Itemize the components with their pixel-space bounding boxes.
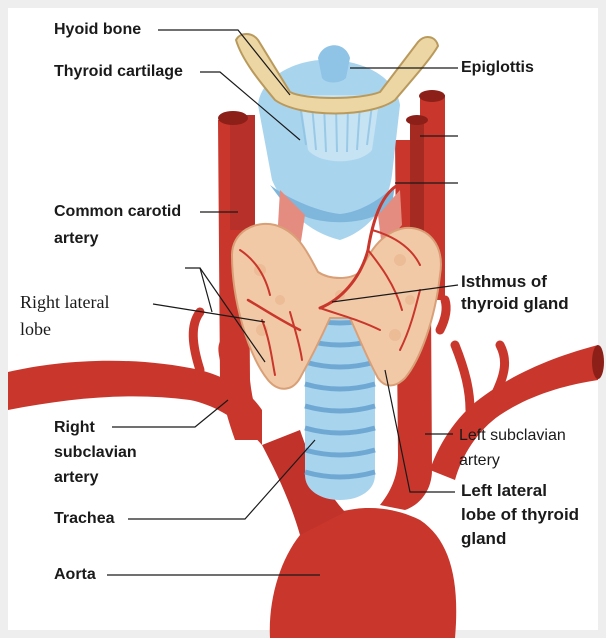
label-hyoid-bone: Hyoid bone	[54, 18, 141, 42]
label-thyroid-cartilage: Thyroid cartilage	[54, 60, 183, 84]
label-trachea: Trachea	[54, 507, 114, 531]
label-isthmus-line1: Isthmus of	[461, 270, 547, 294]
label-right-lateral-lobe-line2: lobe	[20, 316, 51, 342]
label-right-subclavian-line2: subclavian	[54, 441, 137, 465]
label-left-lateral-lobe-line1: Left lateral	[461, 479, 547, 503]
left-subclavian-artery	[430, 345, 598, 480]
label-left-subclavian-line1: Left subclavian	[459, 424, 566, 448]
label-right-subclavian-line3: artery	[54, 466, 98, 490]
label-left-subclavian-line2: artery	[459, 449, 500, 473]
label-left-lateral-lobe-line2: lobe of thyroid	[461, 503, 579, 527]
label-common-carotid-line2: artery	[54, 227, 98, 251]
label-left-lateral-lobe-line3: gland	[461, 527, 506, 551]
label-right-lateral-lobe-line1: Right lateral	[20, 289, 109, 315]
label-isthmus-line2: thyroid gland	[461, 292, 569, 316]
label-epiglottis: Epiglottis	[461, 56, 534, 80]
label-right-subclavian-line1: Right	[54, 416, 95, 440]
label-aorta: Aorta	[54, 563, 96, 587]
label-common-carotid-line1: Common carotid	[54, 200, 181, 224]
